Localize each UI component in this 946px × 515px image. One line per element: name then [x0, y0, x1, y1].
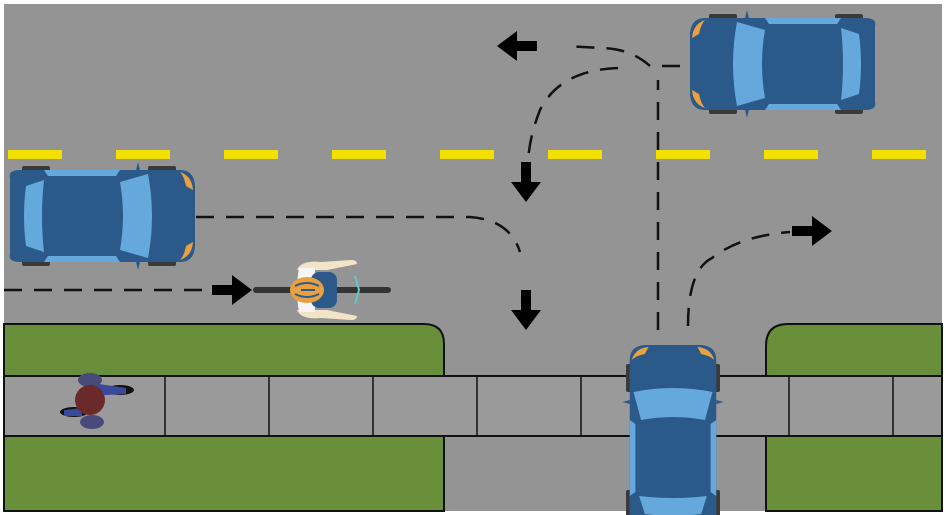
grass-bottom-right-upper	[766, 324, 942, 376]
grass-bottom-right-lower	[766, 436, 942, 511]
sidewalk	[4, 376, 942, 436]
car-top-right	[690, 10, 875, 118]
pedestrian-icon	[75, 385, 105, 415]
center-line	[8, 150, 926, 159]
car-left	[10, 162, 195, 270]
car-bottom	[622, 345, 724, 515]
grass-bottom-left-lower	[4, 436, 444, 511]
grass-bottom-left-upper	[4, 324, 444, 376]
